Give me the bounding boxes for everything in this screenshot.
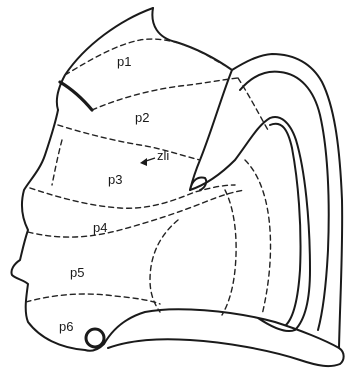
boundary-p1-p2 bbox=[92, 78, 238, 110]
boundary-p3-left bbox=[52, 140, 62, 185]
label-zli: zli bbox=[157, 148, 169, 163]
label-p1: p1 bbox=[117, 54, 131, 69]
boundary-inner-right bbox=[245, 160, 271, 315]
label-p2: p2 bbox=[135, 110, 149, 125]
boundary-inner-mid bbox=[222, 190, 236, 315]
label-p4: p4 bbox=[93, 220, 107, 235]
label-p5: p5 bbox=[70, 265, 84, 280]
label-p3: p3 bbox=[108, 172, 122, 187]
boundary-inner-left bbox=[150, 220, 178, 312]
boundary-p3-p4 bbox=[30, 185, 235, 208]
p6-circle-outer bbox=[86, 329, 104, 347]
inner-arc-inner bbox=[270, 124, 301, 325]
zli-arrowhead bbox=[140, 158, 147, 166]
label-p6: p6 bbox=[59, 319, 73, 334]
boundary-p5-p6 bbox=[26, 294, 160, 304]
right-rim-inner bbox=[240, 72, 329, 330]
right-rim-outer bbox=[232, 54, 342, 348]
p1-thick-boundary bbox=[60, 82, 92, 110]
boundary-p1-top bbox=[65, 39, 232, 75]
boundary-p2-p3 bbox=[58, 125, 200, 160]
